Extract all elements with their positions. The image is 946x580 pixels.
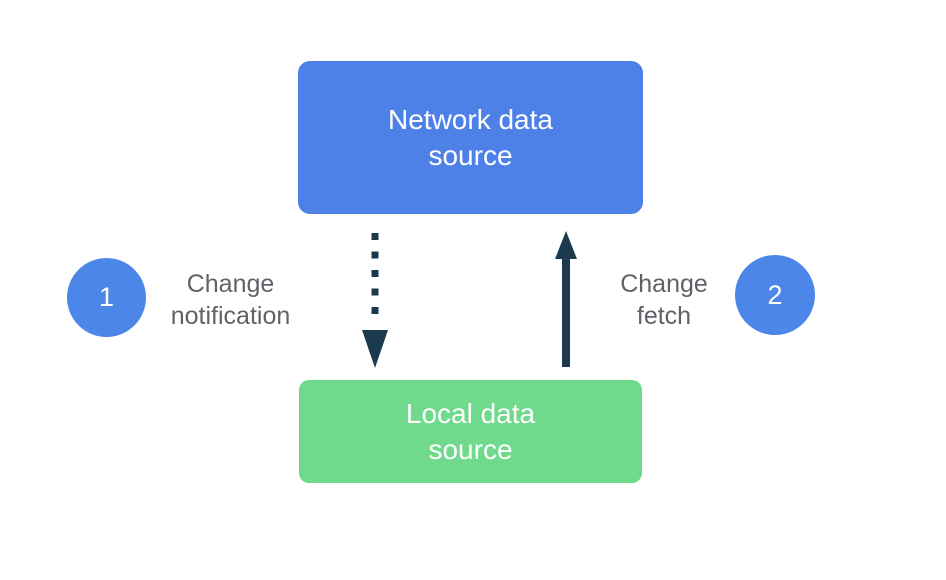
network-data-source-label: Network data source bbox=[388, 103, 553, 171]
up-arrowhead-icon bbox=[555, 231, 577, 259]
step-2-number: 2 bbox=[767, 279, 783, 310]
step-1-number: 1 bbox=[98, 282, 115, 312]
change-notification-label: Change notification bbox=[170, 270, 291, 330]
change-fetch-arrow bbox=[555, 231, 577, 367]
network-data-source-node: Network data source bbox=[298, 61, 643, 214]
step-1-badge: 1 bbox=[67, 258, 146, 337]
change-notification-arrow bbox=[362, 233, 388, 368]
local-data-source-node: Local data source bbox=[299, 380, 642, 483]
down-arrowhead-icon bbox=[362, 330, 388, 368]
step-2-badge: 2 bbox=[735, 255, 815, 335]
change-fetch-label: Change fetch bbox=[620, 270, 708, 330]
local-data-source-label: Local data source bbox=[405, 397, 536, 465]
